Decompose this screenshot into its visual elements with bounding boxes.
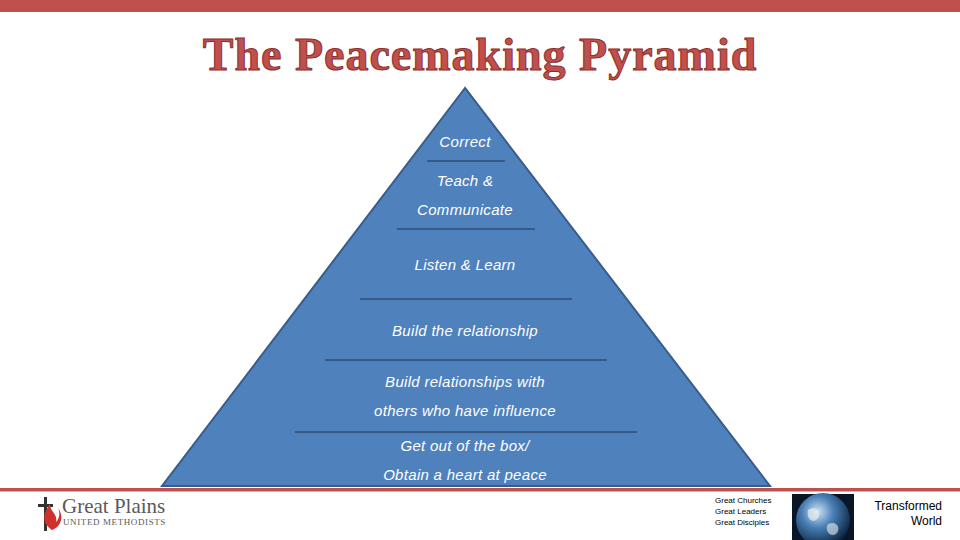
tagline-text: Transformed World	[860, 499, 942, 529]
pyramid-band: Build relationships with others who have…	[285, 362, 645, 430]
top-bar	[0, 0, 960, 12]
pyramid-band: Correct	[385, 122, 545, 160]
band-text: Build the relationship	[335, 316, 595, 345]
pyramid-band: Build the relationship	[315, 301, 615, 359]
church-logo	[38, 497, 61, 531]
footer-shadow	[0, 491, 960, 492]
band-text: Listen & Learn	[355, 250, 575, 279]
band-text: Teach & Communicate	[405, 166, 525, 224]
logo-name: Great Plains	[62, 495, 202, 517]
motto-text: Great Churches Great Leaders Great Disci…	[715, 495, 783, 528]
logo-subtitle: UNITED METHODISTS	[63, 517, 203, 528]
pyramid-band: Teach & Communicate	[365, 162, 565, 228]
globe-image	[792, 493, 854, 540]
pyramid-band: Get out of the box/ Obtain a heart at pe…	[255, 433, 675, 487]
band-text: Build relationships with others who have…	[372, 367, 558, 425]
diagram-title: The Peacemaking Pyramid	[0, 28, 960, 81]
footer-line	[0, 488, 960, 491]
band-separators	[295, 161, 637, 432]
pyramid-band: Listen & Learn	[335, 231, 595, 297]
pyramid-shape	[162, 88, 770, 486]
band-text: Correct	[390, 127, 540, 156]
band-text: Get out of the box/ Obtain a heart at pe…	[383, 431, 548, 489]
